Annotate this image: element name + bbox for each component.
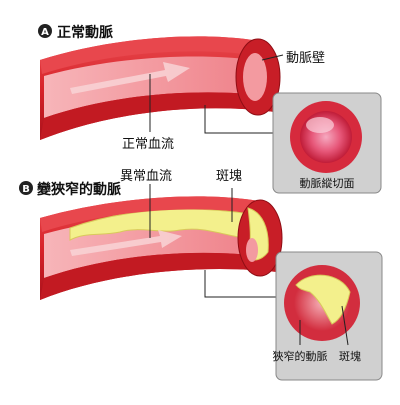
inset-b-narrowed-label: 狹窄的動脈 [273, 349, 328, 363]
inset-b-leader [204, 270, 276, 298]
normal-artery-top-wall [40, 36, 265, 74]
normal-flow-arrow [70, 62, 190, 94]
artery-wall-label: 動脈壁 [286, 51, 325, 66]
normal-artery-lumen [44, 56, 262, 118]
abnormal-flow-label: 異常血流 [120, 169, 172, 184]
panel-b-marker-circle [19, 181, 33, 195]
inset-b-plaque [295, 274, 351, 325]
panel-a-marker: A [41, 27, 49, 38]
wall-leader [261, 54, 284, 61]
inset-b-plaque-label: 斑塊 [339, 350, 361, 363]
abnormal-flow-arrow [70, 230, 182, 256]
normal-artery-cut-lumen [243, 53, 267, 101]
panel-a: A 正常動脈 動脈壁 正常血流 動脈縱切面 [38, 24, 382, 194]
panel-a-title: 正常動脈 [57, 24, 113, 41]
panel-a-marker-circle [38, 24, 52, 38]
narrowed-artery-top-wall [40, 196, 265, 232]
inset-a-caption: 動脈縱切面 [300, 176, 355, 190]
panel-b-title: 變狹窄的動脈 [37, 181, 121, 198]
narrowed-artery-cut-lumen [246, 238, 258, 262]
narrowed-artery-bottom-wall [40, 252, 278, 300]
inset-b-plaque-leader [341, 305, 349, 346]
inset-a-leader [204, 105, 273, 134]
normal-artery-bottom-wall [40, 92, 275, 140]
normal-flow-label: 正常血流 [122, 137, 174, 152]
plaque-label: 斑塊 [216, 168, 242, 184]
panel-b: B 變狹窄的動脈 異常血流 斑塊 狹窄的動脈 斑塊 [19, 168, 383, 381]
panel-b-marker: B [22, 184, 30, 195]
inset-a-highlight [306, 117, 334, 133]
